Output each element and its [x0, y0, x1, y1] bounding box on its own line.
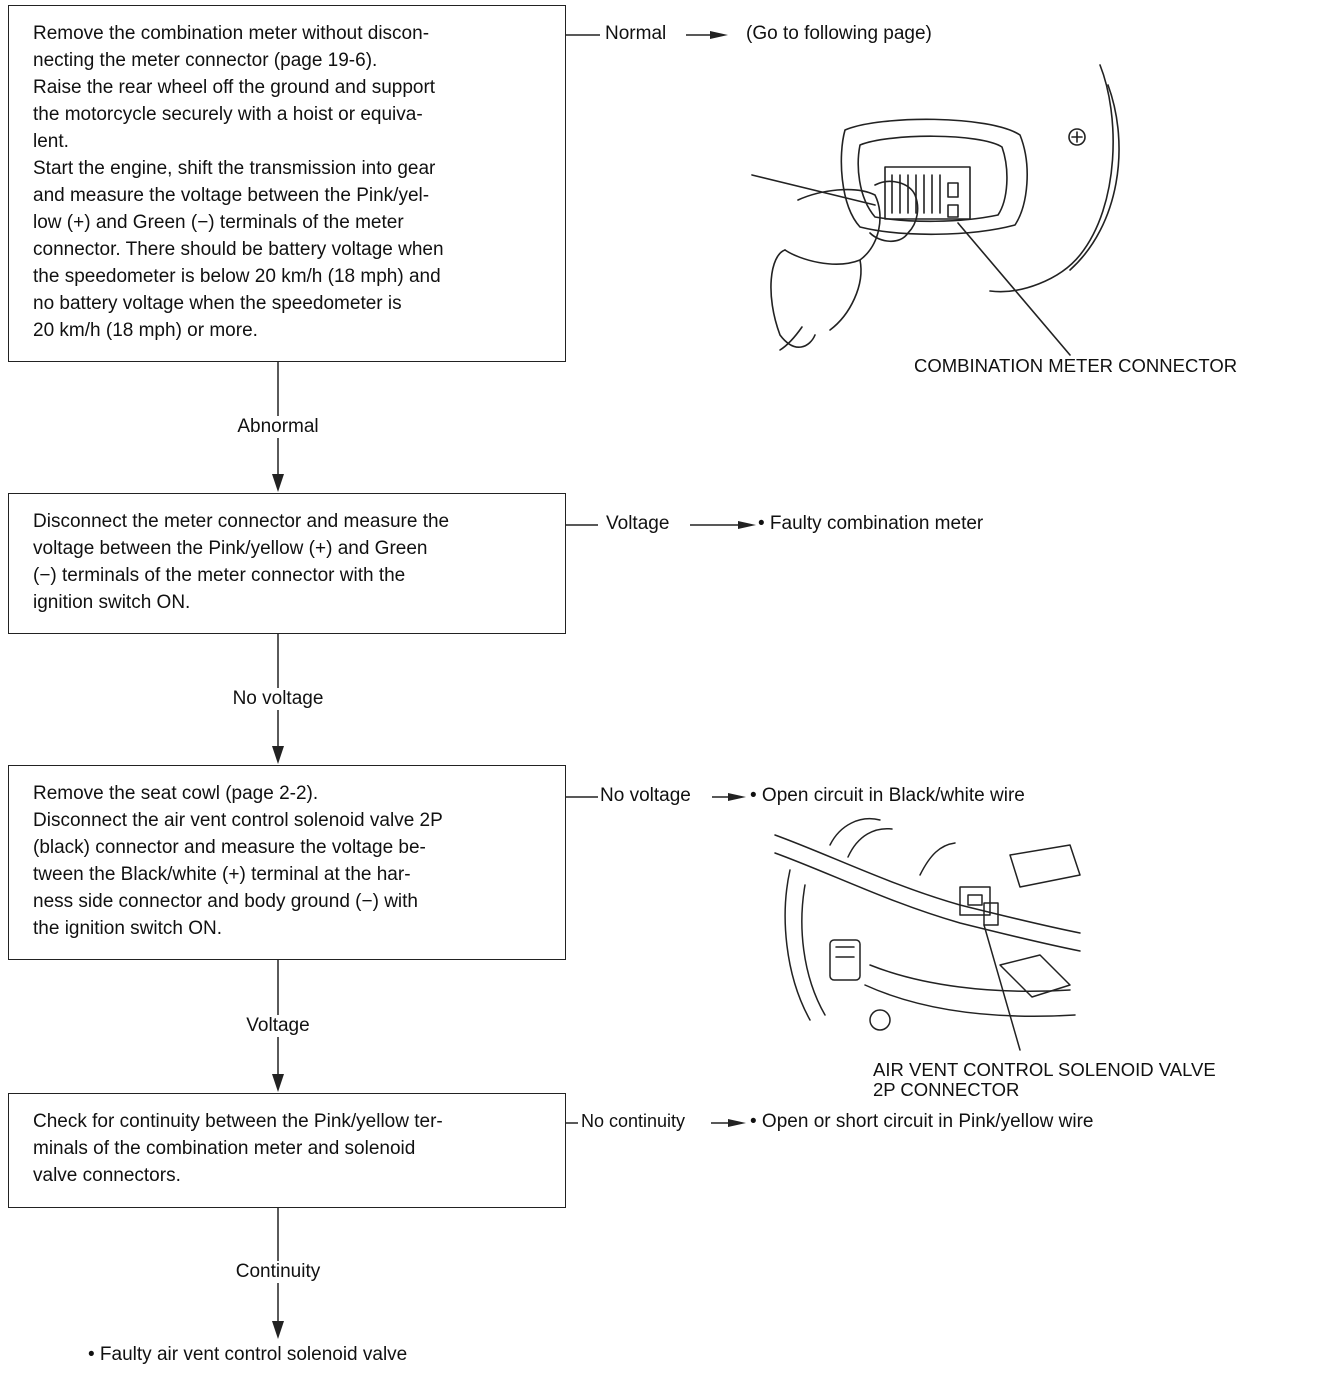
branch-result-open-black-white: • Open circuit in Black/white wire: [750, 785, 1025, 806]
step-line: Remove the combination meter without dis…: [33, 23, 430, 44]
step-line: the ignition switch ON.: [33, 918, 223, 939]
step-line: Disconnect the meter connector and measu…: [33, 511, 450, 532]
arrowhead-right-3: [728, 793, 746, 801]
final-result: • Faulty air vent control solenoid valve: [88, 1344, 408, 1365]
step-line: lent.: [33, 131, 69, 152]
step-box-1: Remove the combination meter without dis…: [8, 5, 566, 362]
step-line: connector. There should be battery volta…: [33, 239, 444, 260]
step-box-3: Remove the seat cowl (page 2-2). Disconn…: [8, 765, 566, 960]
step-line: ness side connector and body ground (−) …: [33, 891, 418, 912]
step-box-4: Check for continuity between the Pink/ye…: [8, 1093, 566, 1208]
step-line: Remove the seat cowl (page 2-2).: [33, 783, 319, 804]
step-line: Raise the rear wheel off the ground and …: [33, 77, 436, 98]
branch-condition-voltage: Voltage: [606, 513, 670, 534]
flow-label-no-voltage: No voltage: [228, 688, 328, 710]
branch-result-following-page: (Go to following page): [746, 23, 932, 44]
arrowhead-right-1: [710, 31, 728, 39]
step-line: (black) connector and measure the voltag…: [33, 837, 426, 858]
arrowhead-down-2: [272, 746, 284, 764]
solenoid-valve-connector-illustration: [774, 818, 1081, 1051]
step-box-2: Disconnect the meter connector and measu…: [8, 493, 566, 634]
step-line: and measure the voltage between the Pink…: [33, 185, 430, 206]
step-line: tween the Black/white (+) terminal at th…: [33, 864, 411, 885]
branch-condition-normal: Normal: [605, 23, 667, 44]
arrowhead-right-4: [728, 1119, 746, 1127]
step-line: the speedometer is below 20 km/h (18 mph…: [33, 266, 441, 287]
arrowhead-right-2: [738, 521, 756, 529]
step-line: ignition switch ON.: [33, 592, 191, 613]
combination-meter-connector-caption: COMBINATION METER CONNECTOR: [914, 355, 1238, 376]
step-line: 20 km/h (18 mph) or more.: [33, 320, 258, 341]
step-line: valve connectors.: [33, 1165, 181, 1186]
arrowhead-down-4: [272, 1321, 284, 1339]
step-line: Check for continuity between the Pink/ye…: [33, 1111, 443, 1132]
step-line: Disconnect the air vent control solenoid…: [33, 810, 443, 831]
solenoid-caption-line2: 2P CONNECTOR: [873, 1079, 1020, 1100]
step-line: necting the meter connector (page 19-6).: [33, 50, 378, 71]
branch-condition-no-voltage: No voltage: [600, 785, 691, 806]
step-line: minals of the combination meter and sole…: [33, 1138, 416, 1159]
step-line: (−) terminals of the meter connector wit…: [33, 565, 406, 586]
combination-meter-connector-illustration: [751, 64, 1120, 356]
branch-condition-no-continuity: No continuity: [581, 1111, 686, 1131]
solenoid-caption-line1: AIR VENT CONTROL SOLENOID VALVE: [873, 1059, 1216, 1080]
step-line: no battery voltage when the speedometer …: [33, 293, 402, 314]
branch-result-faulty-meter: • Faulty combination meter: [758, 513, 984, 534]
flow-label-abnormal: Abnormal: [233, 416, 323, 438]
step-line: low (+) and Green (−) terminals of the m…: [33, 212, 404, 233]
arrowhead-down-3: [272, 1074, 284, 1092]
step-line: Start the engine, shift the transmission…: [33, 158, 436, 179]
flow-label-continuity: Continuity: [231, 1261, 325, 1283]
flow-label-voltage: Voltage: [242, 1015, 314, 1037]
arrowhead-down-1: [272, 474, 284, 492]
branch-result-open-short-pink-yellow: • Open or short circuit in Pink/yellow w…: [750, 1111, 1094, 1132]
step-line: the motorcycle securely with a hoist or …: [33, 104, 423, 125]
step-line: voltage between the Pink/yellow (+) and …: [33, 538, 428, 559]
